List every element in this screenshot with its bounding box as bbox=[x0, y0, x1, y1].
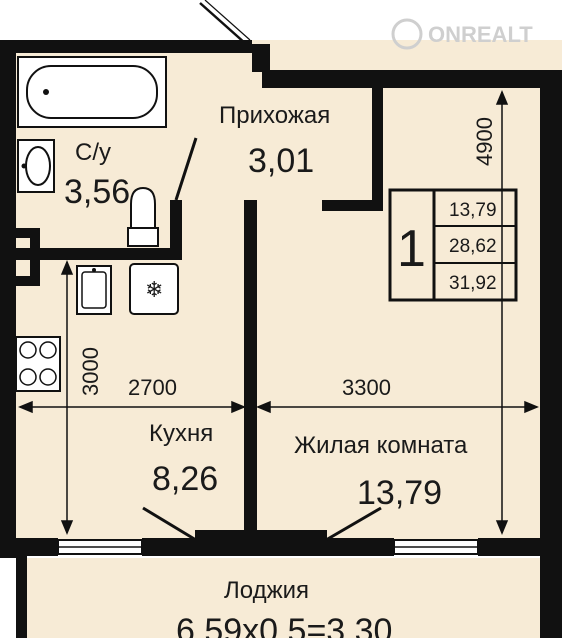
home-icon bbox=[391, 18, 423, 50]
living-room-name: Жилая комната bbox=[294, 432, 468, 459]
summary-total-with-loggia: 31,92 bbox=[449, 273, 497, 294]
hallway-name: Прихожая bbox=[219, 102, 330, 129]
hallway-area: 3,01 bbox=[248, 142, 314, 180]
rooms-count: 1 bbox=[397, 220, 426, 278]
kitchen-name: Кухня bbox=[149, 420, 213, 447]
entry-door bbox=[199, 0, 251, 45]
bathroom-name: С/у bbox=[75, 139, 111, 166]
sink-icon bbox=[17, 139, 55, 193]
dim-living-height: 4900 bbox=[472, 117, 497, 166]
dim-living-width: 3300 bbox=[342, 375, 391, 400]
dim-kitchen-height: 3000 bbox=[78, 347, 103, 396]
loggia-name: Лоджия bbox=[224, 577, 309, 604]
walls bbox=[0, 40, 562, 638]
refrigerator-icon: ❄ bbox=[129, 263, 179, 315]
summary-total-area: 28,62 bbox=[449, 236, 497, 257]
toilet-icon bbox=[127, 186, 159, 247]
kitchen-area: 8,26 bbox=[152, 460, 218, 498]
stove-icon bbox=[15, 336, 61, 392]
dimension-lines bbox=[18, 90, 539, 535]
kitchen-door-swing bbox=[142, 506, 197, 542]
logo-text: ONREALT bbox=[428, 22, 533, 47]
logo-watermark: ONREALT bbox=[391, 18, 533, 50]
dim-kitchen-width: 2700 bbox=[128, 375, 177, 400]
living-room-area: 13,79 bbox=[357, 474, 442, 512]
kitchen-sink-icon bbox=[76, 265, 112, 315]
window-living bbox=[393, 539, 479, 555]
summary-living-area: 13,79 bbox=[449, 200, 497, 221]
area-summary-box: 1 13,79 28,62 31,92 bbox=[388, 188, 518, 302]
bathroom-area: 3,56 bbox=[64, 173, 130, 211]
window-kitchen bbox=[57, 539, 143, 555]
living-door-swing bbox=[325, 506, 382, 542]
svg-text:❄: ❄ bbox=[145, 277, 163, 302]
bathtub-icon bbox=[17, 56, 167, 128]
bathroom-door-swing bbox=[174, 137, 198, 201]
loggia-area: 6,59х0,5=3,30 bbox=[176, 612, 392, 638]
floor-loggia bbox=[25, 558, 540, 638]
